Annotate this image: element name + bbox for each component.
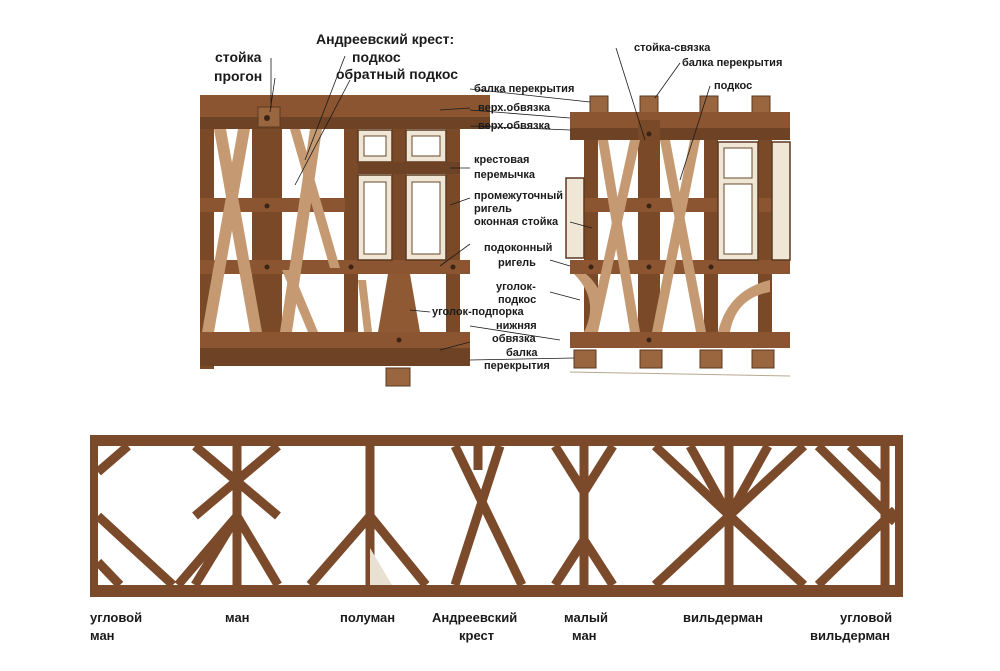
label-corner-man-2: ман <box>90 628 115 643</box>
right-top-beam <box>570 112 790 128</box>
label-half-man: полуман <box>340 610 395 625</box>
label-post: стойка <box>215 49 262 65</box>
label-sill-rail-1: подоконный <box>484 242 552 254</box>
man-pattern <box>174 442 282 588</box>
left-knee-brace <box>358 280 372 332</box>
right-joist-bottom-3 <box>699 349 723 369</box>
label-bottom-plate-1: нижняя <box>496 320 537 332</box>
right-frame-illustration <box>565 95 791 377</box>
leader-lines <box>269 47 711 361</box>
label-andreev-2: крест <box>459 628 494 643</box>
label-cross-lintel-2: перемычка <box>474 169 536 181</box>
right-joist-bottom-4 <box>751 349 775 369</box>
right-window-left <box>565 177 585 259</box>
right-post-4 <box>758 140 772 332</box>
label-bottom-plate-2: обвязка <box>492 333 537 345</box>
left-bottom-plate <box>200 332 470 348</box>
right-joist-bottom-2 <box>639 349 663 369</box>
label-top-plate-1: верх.обвязка <box>478 102 551 114</box>
right-brace-c <box>660 140 706 332</box>
label-small-man-1: малый <box>564 610 608 625</box>
right-knee-support <box>718 280 770 332</box>
label-andreev-1: Андреевский <box>432 610 517 625</box>
label-reverse-strut: обратный подкос <box>336 66 458 82</box>
label-corner-man-1: угловой <box>90 610 142 625</box>
label-cross-lintel-1: крестовая <box>474 154 529 166</box>
right-tie-post <box>638 120 660 332</box>
label-sill-rail-2: ригель <box>498 257 536 269</box>
label-corner-wilderman-1: угловой <box>840 610 892 625</box>
right-joist-top-4 <box>751 95 771 115</box>
right-joist-top-3 <box>699 95 719 115</box>
label-knee-brace-1: уголок- <box>496 281 536 293</box>
right-bottom-plate <box>570 332 790 348</box>
label-floor-beam-bottom-2: перекрытия <box>484 360 550 372</box>
top-labels: Андреевский крест: подкос обратный подко… <box>214 31 782 372</box>
label-man: ман <box>225 610 250 625</box>
right-strut <box>652 140 700 332</box>
label-small-man-2: ман <box>572 628 597 643</box>
right-joist-top-2 <box>639 95 659 115</box>
label-corner-wilderman-2: вильдерман <box>810 628 890 643</box>
left-main-post <box>252 129 282 334</box>
label-purlin: прогон <box>214 68 262 84</box>
label-wilderman: вильдерман <box>683 610 763 625</box>
half-man-pattern <box>306 446 430 588</box>
right-joist-bottom-1 <box>573 349 597 369</box>
wilderman-pattern <box>651 442 808 589</box>
bottom-labels: угловой ман ман полуман Андреевский крес… <box>90 610 892 643</box>
right-brace-b <box>588 140 640 332</box>
label-strut-right: подкос <box>714 80 752 92</box>
corner-man-pattern <box>94 442 177 589</box>
left-top-plate <box>200 117 490 129</box>
left-frame-illustration <box>200 95 490 387</box>
right-window-2 <box>771 141 791 261</box>
left-floor-joist-end <box>385 367 411 387</box>
label-mid-rail-1: промежуточный <box>474 190 563 202</box>
label-tie-post: стойка-связка <box>634 42 711 54</box>
label-strut: подкос <box>352 49 401 65</box>
truss-types-diagram <box>90 435 903 597</box>
left-window-post-3 <box>446 129 460 334</box>
left-window-post-2 <box>392 129 406 269</box>
label-knee-brace-2: подкос <box>498 294 536 306</box>
left-brace-a <box>214 129 262 332</box>
right-knee-brace <box>574 274 603 332</box>
label-knee-support: уголок-подпорка <box>432 306 525 318</box>
label-andreev-cross: Андреевский крест: <box>316 31 454 47</box>
right-joist-top-1 <box>589 95 609 115</box>
left-cross-lintel <box>358 162 460 174</box>
left-top-beam <box>200 95 490 117</box>
left-bottom-beam <box>200 348 470 366</box>
label-floor-beam-top: балка перекрытия <box>474 83 574 95</box>
left-brace-b <box>202 129 250 332</box>
left-reverse-strut <box>290 129 340 268</box>
andreev-cross-pattern <box>450 444 527 587</box>
label-floor-beam-bottom-1: балка <box>506 347 538 359</box>
label-top-plate-2: верх.обвязка <box>478 120 551 132</box>
label-floor-beam-right: балка перекрытия <box>682 57 782 69</box>
label-mid-rail-2: ригель <box>474 203 512 215</box>
left-knee-support <box>378 274 420 332</box>
small-man-pattern <box>551 443 617 588</box>
right-post-3 <box>704 140 718 332</box>
left-window-post-1 <box>344 129 358 334</box>
corner-wilderman-pattern <box>814 442 899 589</box>
label-window-post: оконная стойка <box>474 216 559 228</box>
right-top-plate <box>570 128 790 140</box>
